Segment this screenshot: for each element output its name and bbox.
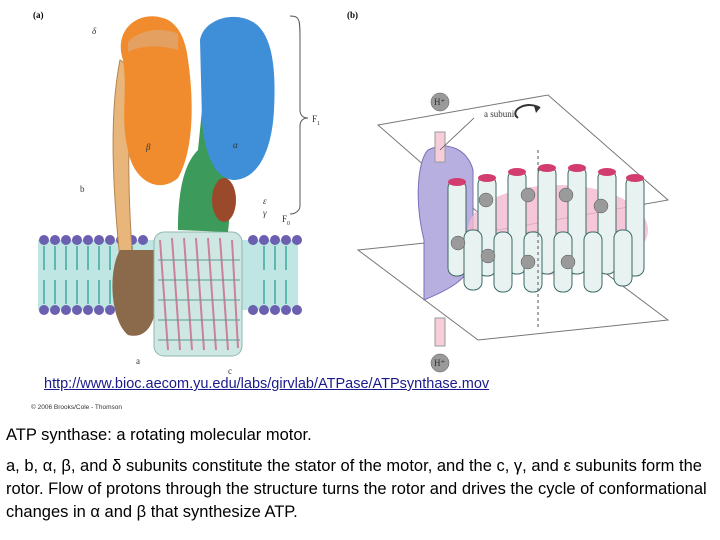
label-alpha: α <box>233 140 238 150</box>
label-f0: F0 <box>282 214 290 227</box>
rotation-arrowhead <box>534 106 540 113</box>
panel-b-diagram <box>356 92 670 373</box>
label-gamma: γ <box>263 208 267 218</box>
caption-body: a, b, α, β, and δ subunits constitute th… <box>6 457 707 521</box>
label-b: b <box>80 184 85 194</box>
label-f1: F1 <box>312 114 320 127</box>
label-epsilon: ε <box>263 196 267 206</box>
label-a: a <box>136 356 140 366</box>
figure-illustration: δ β α b ε γ F1 F0 a c <box>38 15 670 376</box>
panel-label-b: (b) <box>347 10 358 20</box>
panel-a-structure <box>38 15 309 357</box>
f1-bracket <box>289 15 309 215</box>
rotation-arrow <box>514 104 541 119</box>
label-h-plus-bottom: H⁺ <box>434 358 445 368</box>
label-c: c <box>228 366 232 376</box>
helix-tops <box>448 164 644 186</box>
caption-title: ATP synthase: a rotating molecular motor… <box>6 426 312 444</box>
beta-subunit <box>120 16 192 186</box>
label-a-subunit: a subunit <box>484 109 517 119</box>
atp-synthase-movie-link[interactable]: http://www.bioc.aecom.yu.edu/labs/girvla… <box>44 376 490 392</box>
delta-subunit <box>128 29 178 52</box>
proton-spheres <box>430 92 609 373</box>
panel-label-a: (a) <box>33 10 44 20</box>
a-subunit-shape <box>112 250 157 336</box>
copyright-notice: © 2006 Brooks/Cole - Thomson <box>31 404 123 411</box>
atp-synthase-figure: δ β α b ε γ F1 F0 a c <box>28 0 678 420</box>
entry-channel <box>434 131 446 163</box>
c-ring <box>153 231 243 357</box>
a-subunit-pointer <box>439 117 475 151</box>
label-h-plus-top: H⁺ <box>434 97 445 107</box>
exit-channel <box>434 317 446 347</box>
epsilon-subunit <box>212 178 236 222</box>
label-beta: β <box>145 142 151 152</box>
alpha-subunit <box>200 16 275 180</box>
label-delta: δ <box>92 26 97 36</box>
